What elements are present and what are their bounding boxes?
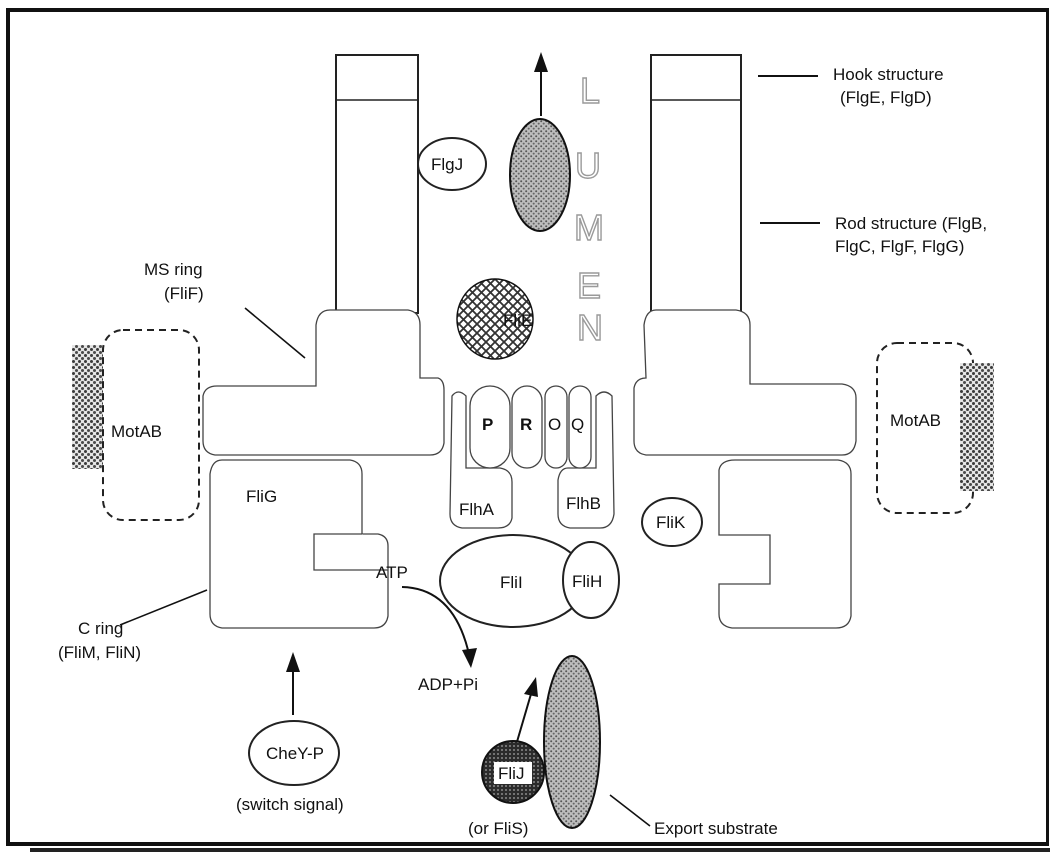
atp-label: ATP — [376, 563, 408, 582]
ms-ring-right — [634, 310, 856, 455]
rod-tube-left — [336, 55, 418, 313]
flhb-label: FlhB — [566, 494, 601, 513]
motab-right-anchor — [960, 363, 994, 491]
lumen-letter-m: M — [574, 207, 604, 248]
lumen-letter-l: L — [580, 70, 600, 111]
lumen-letter-e: E — [577, 265, 601, 306]
adp-label: ADP+Pi — [418, 675, 478, 694]
export-substrate-leader — [610, 795, 650, 826]
hook-proteins-label: (FlgE, FlgD) — [840, 88, 932, 107]
ms-ring-label: MS ring — [144, 260, 203, 279]
lumen-letter-u: U — [575, 145, 601, 186]
export-substrate-shape — [544, 656, 600, 828]
chey-arrow-head — [286, 652, 300, 672]
chey-p-label: CheY-P — [266, 744, 324, 763]
flih-label: FliH — [572, 572, 602, 591]
c-ring-label: C ring — [78, 619, 123, 638]
or-flis-label: (or FliS) — [468, 819, 528, 838]
hook-structure-label: Hook structure — [833, 65, 944, 84]
ms-ring-left — [203, 310, 444, 455]
rod-proteins-label: FlgC, FlgF, FlgG) — [835, 237, 964, 256]
flgj-label: FlgJ — [431, 155, 463, 174]
lumen-letter-n: N — [577, 307, 603, 348]
export-substrate-label: Export substrate — [654, 819, 778, 838]
ms-ring-protein-label: (FliF) — [164, 284, 204, 303]
motab-right-label: MotAB — [890, 411, 941, 430]
rod-tube-right — [651, 55, 741, 313]
motab-left-anchor — [72, 345, 105, 469]
flii-label: FliI — [500, 573, 523, 592]
flij-label: FliJ — [498, 764, 524, 783]
switch-signal-label: (switch signal) — [236, 795, 344, 814]
flha-label: FlhA — [459, 500, 495, 519]
flig-label: FliG — [246, 487, 277, 506]
rod-structure-label: Rod structure (FlgB, — [835, 214, 987, 233]
export-arrow-up-head — [534, 52, 548, 72]
r-label: R — [520, 415, 532, 434]
motab-left-label: MotAB — [111, 422, 162, 441]
flik-label: FliK — [656, 513, 686, 532]
p-label: P — [482, 415, 493, 434]
c-ring-leader — [120, 590, 207, 625]
flij-arrow-head — [524, 677, 538, 697]
flie-label: FliE — [503, 311, 532, 330]
q-label: Q — [571, 415, 584, 434]
c-ring-proteins-label: (FliM, FliN) — [58, 643, 141, 662]
o-label: O — [548, 415, 561, 434]
substrate-in-lumen — [510, 119, 570, 231]
ms-ring-leader — [245, 308, 305, 358]
atp-arrow-head — [462, 648, 477, 668]
c-ring-right — [719, 460, 851, 628]
